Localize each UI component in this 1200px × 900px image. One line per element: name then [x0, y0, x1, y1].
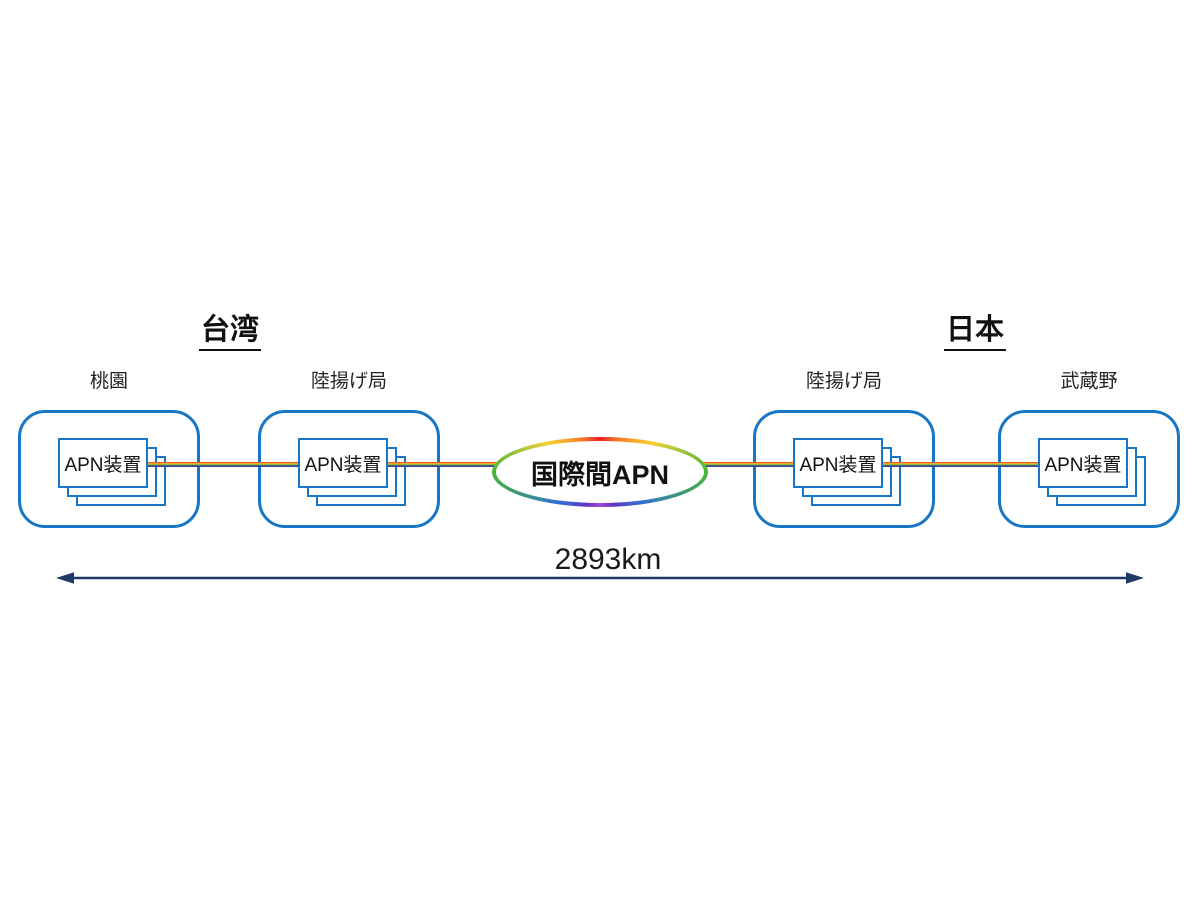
device-label: APN装置	[304, 454, 382, 476]
distance-label: 2893km	[554, 543, 662, 576]
device-label: APN装置	[1044, 454, 1122, 476]
node-box-landing-station-taiwan: APN装置	[258, 410, 440, 528]
device-label: APN装置	[64, 454, 142, 476]
device-card-apn: APN装置	[298, 438, 388, 488]
node-box-taoyuan: APN装置	[18, 410, 200, 528]
device-label: APN装置	[799, 454, 877, 476]
device-card-apn: APN装置	[1038, 438, 1128, 488]
international-apn-label: 国際間APN	[530, 459, 669, 490]
site-label-landing-station-japan: 陸揚げ局	[805, 371, 883, 392]
region-label-japan: 日本	[943, 306, 1007, 351]
site-label-landing-station-taiwan: 陸揚げ局	[310, 371, 388, 392]
distance-arrow-icon	[56, 572, 1144, 584]
node-box-landing-station-japan: APN装置	[753, 410, 935, 528]
international-apn-ellipse: 国際間APN	[492, 437, 708, 507]
site-label-musashino: 武蔵野	[1060, 371, 1118, 392]
node-box-musashino: APN装置	[998, 410, 1180, 528]
international-apn-ellipse-fill: 国際間APN	[496, 441, 704, 503]
site-label-taoyuan: 桃園	[89, 371, 129, 392]
device-card-apn: APN装置	[58, 438, 148, 488]
region-label-taiwan: 台湾	[198, 306, 262, 351]
device-card-apn: APN装置	[793, 438, 883, 488]
